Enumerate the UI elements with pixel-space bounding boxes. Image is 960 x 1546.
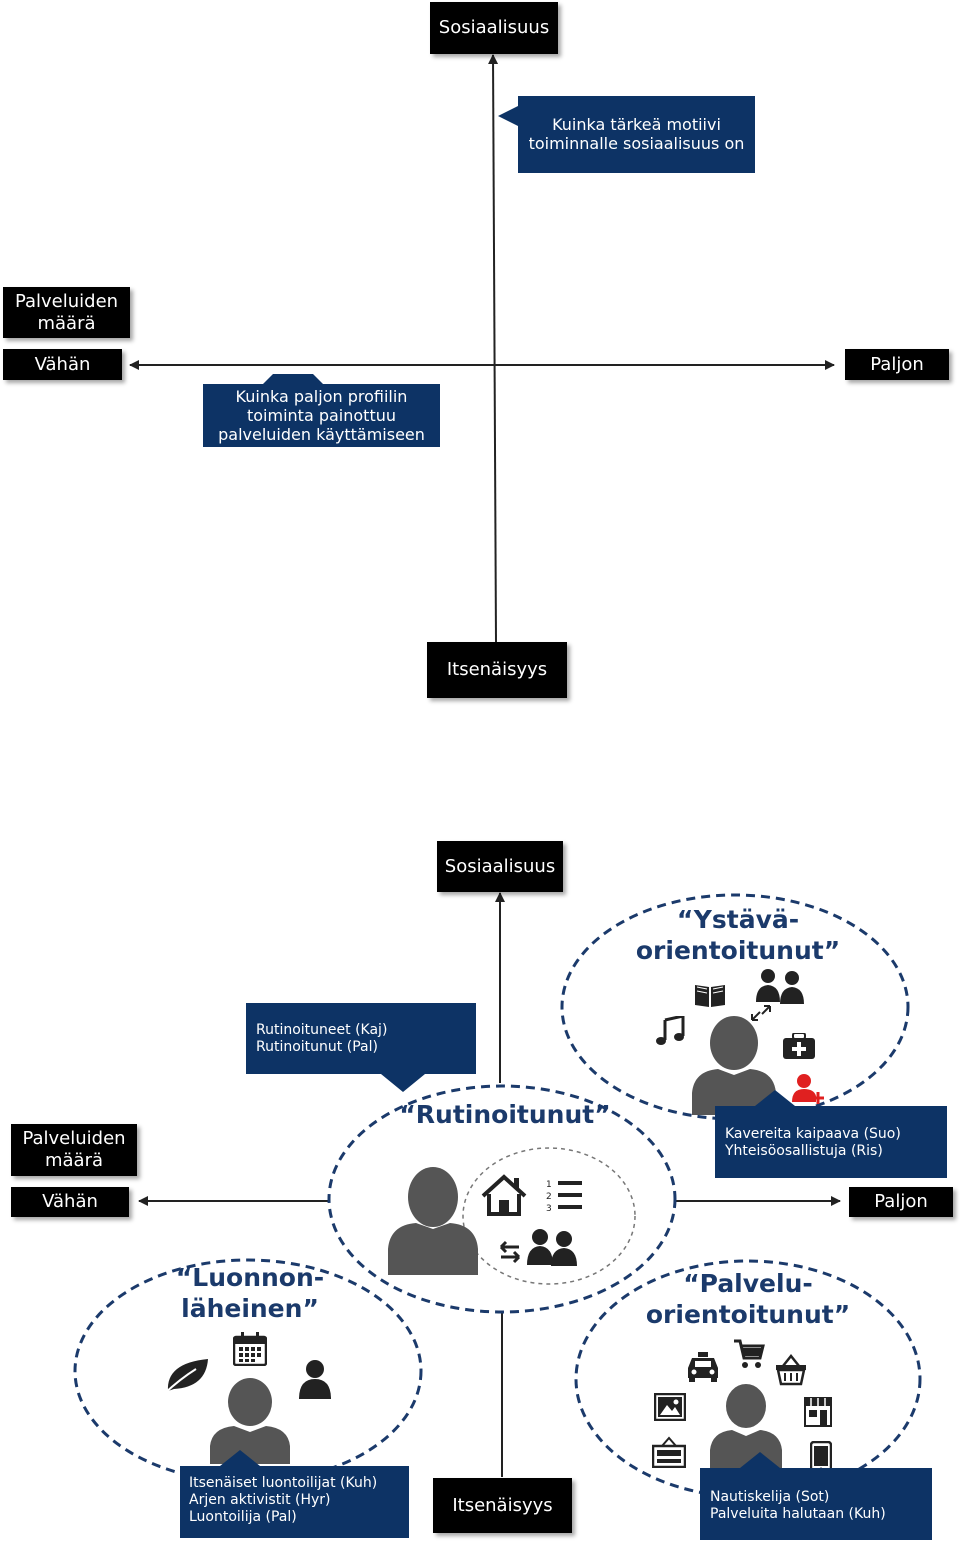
picture-icon — [654, 1393, 686, 1421]
shopping-cart-icon — [734, 1339, 765, 1368]
music-note-icon — [656, 1016, 685, 1045]
group-icon-rutinoitunut — [527, 1229, 577, 1266]
top-callout-vertical: Kuinka tärkeä motiivi toiminnalle sosiaa… — [498, 96, 755, 173]
svg-text:2: 2 — [546, 1192, 552, 1202]
top-axis-right-label: Paljon — [845, 349, 949, 380]
profile-title-luonnonlaheinen: “Luonnon- läheinen” — [175, 1263, 325, 1323]
calendar-icon — [233, 1332, 267, 1366]
first-aid-icon — [783, 1033, 815, 1059]
profile-title-palvelu: “Palvelu- orientoitunut” — [645, 1269, 851, 1329]
person-icon-rutinoitunut — [388, 1167, 478, 1275]
user-icon — [299, 1360, 331, 1399]
ellipse-rutinoitunut-inner — [462, 1147, 636, 1285]
callout-rutinoitunut: Rutinoituneet (Kaj) Rutinoitunut (Pal) — [246, 1003, 476, 1092]
bottom-axis-left-label: Vähän — [11, 1187, 129, 1217]
bottom-axis-right-label: Paljon — [849, 1187, 953, 1217]
top-vertical-axis — [488, 54, 499, 643]
profile-title-ystava: “Ystävä- orientoitunut” — [635, 905, 841, 965]
book-icon — [695, 985, 725, 1007]
top-callout-horizontal: Kuinka paljon profiilin toiminta painott… — [203, 374, 440, 447]
swap-arrows-icon — [499, 1240, 521, 1264]
basket-icon — [776, 1354, 806, 1386]
taxi-icon — [688, 1352, 718, 1382]
callout-ystava: Kavereita kaipaava (Suo) Yhteisöosallist… — [715, 1090, 947, 1178]
bottom-axis-top-label: Sosiaalisuus — [437, 841, 563, 892]
svg-text:1: 1 — [546, 1180, 552, 1190]
top-axis-left-title: Palveluiden määrä — [3, 287, 130, 338]
home-icon — [481, 1174, 527, 1216]
arrows-diagonal-icon — [751, 1005, 771, 1021]
numbered-list-icon: 1 2 3 — [546, 1180, 582, 1214]
store-icon — [804, 1397, 832, 1427]
top-axis-top-label: Sosiaalisuus — [430, 2, 558, 54]
callout-palvelu: Nautiskelija (Sot) Palveluita halutaan (… — [700, 1452, 932, 1540]
callout-luonnonlaheinen: Itsenäiset luontoilijat (Kuh) Arjen akti… — [180, 1450, 409, 1538]
profile-title-rutinoitunut: “Rutinoitunut” — [399, 1100, 611, 1129]
sign-icon — [652, 1436, 686, 1468]
ellipse-rutinoitunut — [327, 1084, 677, 1314]
add-user-icon — [792, 1074, 824, 1104]
leaf-icon — [163, 1359, 208, 1395]
top-axis-left-label: Vähän — [3, 349, 122, 380]
svg-text:3: 3 — [546, 1204, 552, 1214]
group-icon — [756, 969, 804, 1004]
bottom-axis-bottom-label: Itsenäisyys — [433, 1478, 572, 1533]
bottom-axis-left-title: Palveluiden määrä — [11, 1124, 137, 1176]
top-axis-bottom-label: Itsenäisyys — [427, 642, 567, 698]
